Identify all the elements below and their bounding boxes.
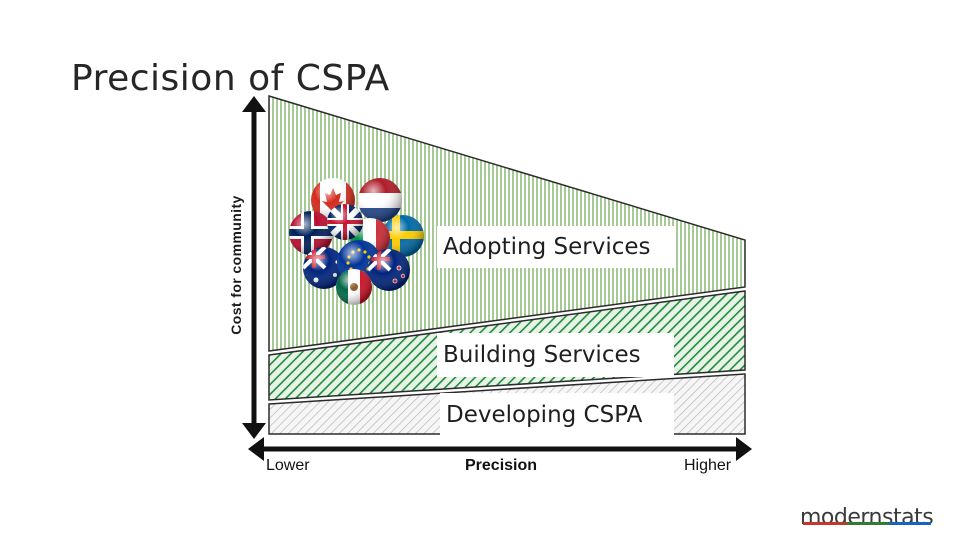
x-axis-label-lower: Lower [266, 457, 310, 474]
y-axis-label: Cost for community [228, 195, 244, 335]
x-axis-arrow-left [248, 437, 264, 461]
x-axis-arrow-right [736, 437, 752, 461]
band-label-adopting-services: Adopting Services [437, 226, 674, 268]
x-axis-label-higher: Higher [684, 457, 732, 474]
y-axis-arrow-bottom [242, 423, 266, 439]
x-axis-label-precision: Precision [465, 457, 538, 474]
modernstats-logo: modernstats [800, 505, 934, 530]
band-label-building-services: Building Services [437, 333, 674, 377]
modernstats-logo-underline [803, 522, 931, 525]
page-title: Precision of CSPA [71, 58, 390, 99]
country-flags-cluster-icon [289, 178, 424, 305]
band-label-developing-cspa: Developing CSPA [440, 393, 674, 437]
y-axis-arrow-top [242, 96, 266, 112]
